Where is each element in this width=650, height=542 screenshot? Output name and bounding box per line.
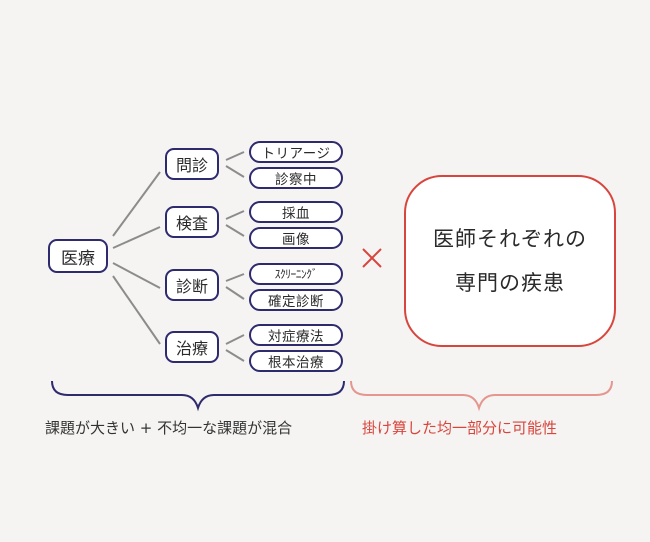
root-node-iryo: 医療 [48, 239, 108, 273]
connector-root-shindan [112, 262, 161, 289]
specialty-disease-box: 医師それぞれの 専門の疾患 [404, 175, 616, 347]
leaf-node-label: 対症療法 [268, 329, 324, 345]
leaf-node-label: 画像 [282, 232, 310, 248]
connector-root-monshin [112, 171, 161, 237]
connector-shindan-leaf2 [225, 286, 245, 300]
leaf-node-label: トリアージ [261, 146, 331, 162]
multiply-sign [362, 248, 382, 268]
specialty-box-line1: 医師それぞれの [433, 227, 587, 251]
branch-node-label: 問診 [175, 156, 208, 175]
left-curly-brace [51, 380, 345, 412]
branch-node-monshin: 問診 [165, 148, 219, 180]
caption-right: 掛け算した均一部分に可能性 [362, 419, 558, 437]
leaf-node-screening: ｽｸﾘｰﾆﾝｸﾞ [249, 263, 343, 285]
caption-left: 課題が大きい + 不均一な課題が混合 [45, 419, 293, 437]
connector-chiryo-leaf1 [225, 334, 245, 345]
specialty-box-line2: 専門の疾患 [455, 271, 565, 295]
leaf-node-label: 確定診断 [268, 294, 324, 310]
leaf-node-konpon-chiryo: 根本治療 [249, 350, 343, 372]
leaf-node-saiketsu: 採血 [249, 201, 343, 223]
right-curly-brace [350, 380, 613, 412]
leaf-node-triage: トリアージ [249, 141, 343, 163]
leaf-node-label: 診察中 [275, 172, 317, 188]
connector-kensa-leaf2 [225, 224, 245, 237]
leaf-node-label: 採血 [282, 206, 310, 222]
branch-node-label: 検査 [175, 214, 208, 233]
connector-root-kensa [112, 226, 161, 249]
leaf-node-label: 根本治療 [268, 355, 324, 371]
leaf-node-shinsatsuchu: 診察中 [249, 167, 343, 189]
branch-node-shindan: 診断 [165, 269, 219, 301]
leaf-node-taisho-ryoho: 対症療法 [249, 324, 343, 346]
leaf-node-gazo: 画像 [249, 227, 343, 249]
root-node-label: 医療 [61, 248, 95, 269]
leaf-node-kakutei-shindan: 確定診断 [249, 289, 343, 311]
branch-node-label: 診断 [175, 277, 208, 296]
branch-node-label: 治療 [175, 339, 208, 358]
leaf-node-label: ｽｸﾘｰﾆﾝｸﾞ [274, 267, 318, 281]
connector-monshin-leaf2 [225, 165, 245, 178]
connector-monshin-leaf1 [225, 151, 245, 161]
connector-chiryo-leaf2 [225, 349, 245, 362]
branch-node-kensa: 検査 [165, 206, 219, 238]
branch-node-chiryo: 治療 [165, 331, 219, 363]
connector-root-chiryo [112, 275, 161, 345]
connector-shindan-leaf1 [225, 273, 245, 282]
connector-kensa-leaf1 [225, 210, 245, 220]
